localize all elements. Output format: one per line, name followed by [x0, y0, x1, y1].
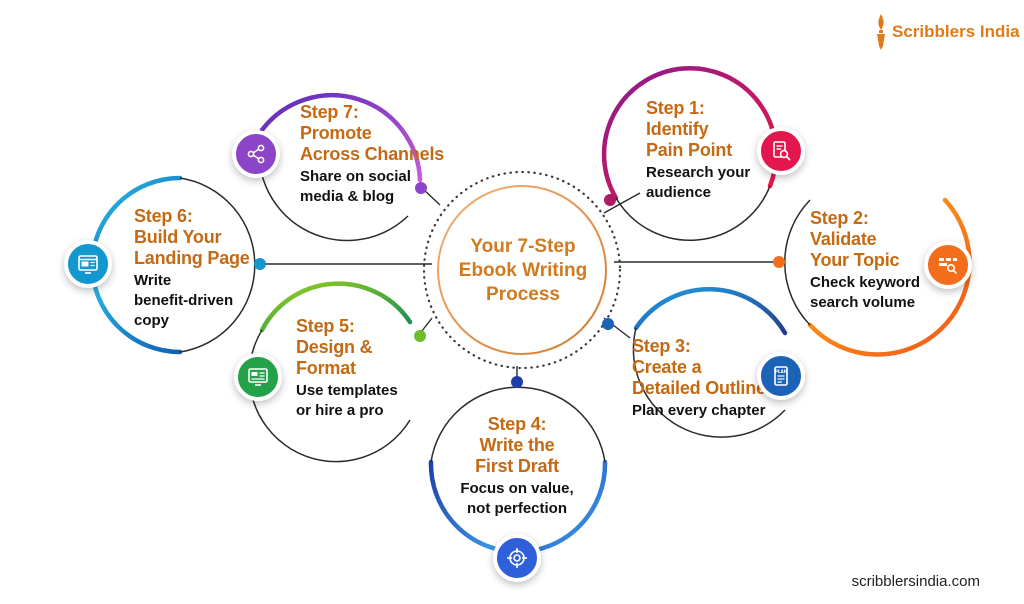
- step-3-title: Step 3: Create a Detailed Outline: [632, 336, 766, 398]
- step-4: Step 4: Write the First Draft Focus on v…: [446, 414, 588, 519]
- step-6: Step 6: Build Your Landing Page Write be…: [134, 206, 250, 331]
- step-4-desc: Focus on value, not perfection: [460, 480, 574, 517]
- step-2: Step 2: Validate Your Topic Check keywor…: [810, 208, 920, 313]
- step-3-ring-top: [633, 287, 788, 336]
- site-url: scribblersindia.com: [851, 573, 980, 590]
- design-layout-icon: [234, 353, 282, 401]
- landing-page-icon: [64, 240, 112, 288]
- step-7-ring-top: [259, 93, 423, 183]
- step-3: Step 3: Create a Detailed Outline Plan e…: [632, 336, 766, 421]
- connector-step-1: [603, 192, 641, 214]
- step-2-desc: Check keyword search volume: [810, 274, 921, 311]
- plan-clipboard-icon: PLAN: [757, 352, 805, 400]
- step-7-desc: Share on social media & blog: [300, 168, 411, 205]
- step-4-title: Step 4: Write the First Draft: [475, 414, 559, 476]
- pen-nib-logo-icon: [877, 14, 885, 50]
- center-hub: Your 7-Step Ebook Writing Process: [432, 180, 614, 362]
- step-1-title: Step 1: Identify Pain Point: [646, 98, 733, 160]
- step-3-ring-thin: [632, 327, 786, 438]
- center-title: Your 7-Step Ebook Writing Process: [458, 236, 588, 305]
- share-icon: [232, 130, 280, 178]
- step-3-dot: [602, 318, 614, 330]
- step-5: Step 5: Design & Format Use templates or…: [296, 316, 398, 421]
- svg-text:PLAN: PLAN: [775, 369, 788, 374]
- step-1: Step 1: Identify Pain Point Research you…: [646, 98, 750, 203]
- keyword-search-icon: [924, 241, 972, 289]
- step-2-title: Step 2: Validate Your Topic: [810, 208, 900, 270]
- step-5-dot: [414, 330, 426, 342]
- step-7-dot: [415, 182, 427, 194]
- step-7: Step 7: Promote Across Channels Share on…: [300, 102, 444, 207]
- document-search-icon: [757, 127, 805, 175]
- step-5-title: Step 5: Design & Format: [296, 316, 373, 378]
- step-7-title: Step 7: Promote Across Channels: [300, 102, 445, 164]
- step-4-dot: [511, 376, 523, 388]
- step-2-dot: [773, 256, 785, 268]
- step-1-ring-thin: [615, 185, 771, 241]
- step-5-desc: Use templates or hire a pro: [296, 382, 398, 419]
- center-dotted-ring: [422, 170, 622, 370]
- target-icon: [493, 534, 541, 582]
- step-5-ring-top: [259, 281, 413, 333]
- step-6-dot: [254, 258, 266, 270]
- brand-name: Scribblers India: [892, 22, 1020, 41]
- step-3-desc: Plan every chapter: [632, 402, 766, 419]
- center-inner-ring: [437, 185, 607, 355]
- step-6-desc: Write benefit-driven copy: [134, 272, 234, 329]
- step-1-dot: [604, 194, 616, 206]
- step-1-desc: Research your audience: [646, 164, 751, 201]
- step-2-ring: [807, 197, 972, 357]
- step-6-title: Step 6: Build Your Landing Page: [134, 206, 250, 268]
- step-2-ring-thin: [784, 199, 811, 326]
- brand-logo: Scribblers India: [872, 12, 1020, 52]
